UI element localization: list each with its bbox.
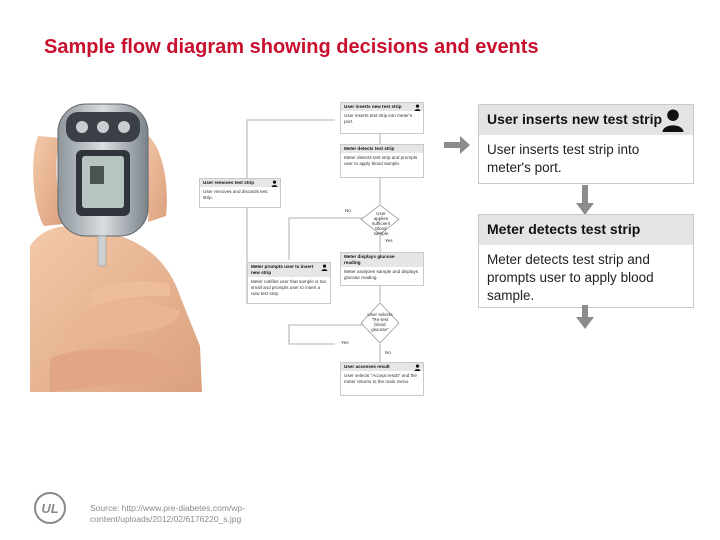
small-box-1: User inserts new test strip User inserts… (340, 102, 424, 134)
small-box-6: User accesses result User selects "Accep… (340, 362, 424, 396)
zoom-card-2-line-1: Meter detects test strip and (487, 252, 650, 267)
small-label-no-1: No (345, 208, 351, 213)
right-arrow-icon (444, 136, 470, 154)
small-label-no-2: No (385, 350, 391, 355)
slide-title: Sample flow diagram showing decisions an… (44, 36, 539, 58)
small-box-3: User removes test strip User removes and… (199, 178, 281, 208)
person-icon (414, 364, 421, 371)
zoom-card-2-line-3: sample. (487, 288, 535, 303)
person-icon (321, 264, 328, 271)
small-decision-1-text: User applies sufficient blood sample (371, 211, 391, 236)
zoom-card-meter-detects: Meter detects test strip Meter detects t… (478, 214, 694, 308)
svg-text:UL: UL (41, 501, 58, 516)
person-icon (414, 104, 421, 111)
zoom-card-1-line-2: meter's port. (487, 160, 562, 175)
small-decision-2-text: User selects "Re-test blood glucose" (367, 312, 393, 332)
small-label-yes-1: Yes (385, 238, 393, 243)
zoom-card-1-line-1: User inserts test strip into (487, 142, 640, 157)
down-arrow-icon (576, 305, 594, 329)
zoom-card-2-heading: Meter detects test strip (479, 215, 693, 245)
small-flow-diagram: User inserts new test strip User inserts… (195, 100, 435, 400)
zoom-card-1-heading: User inserts new test strip (487, 111, 663, 127)
zoom-card-2-line-2: prompts user to apply blood (487, 270, 654, 285)
source-citation: Source: http://www.pre-diabetes.com/wp-c… (90, 503, 245, 524)
small-box-4: Meter displays glucose reading Meter ana… (340, 252, 424, 286)
small-box-2: Meter detects test strip Meter detects t… (340, 144, 424, 178)
glucose-meter-photo (30, 103, 202, 392)
person-icon (271, 180, 278, 187)
small-flow-connectors (246, 119, 381, 362)
small-decision-2 (360, 302, 400, 344)
small-label-yes-2: Yes (341, 340, 349, 345)
down-arrow-icon (576, 185, 594, 215)
small-decision-1 (360, 204, 400, 235)
zoom-card-user-inserts: User inserts new test strip User inserts… (478, 104, 694, 184)
ul-logo: UL (34, 492, 66, 524)
small-box-5: Meter prompts user to insert new strip M… (247, 262, 331, 304)
person-icon (662, 109, 684, 132)
